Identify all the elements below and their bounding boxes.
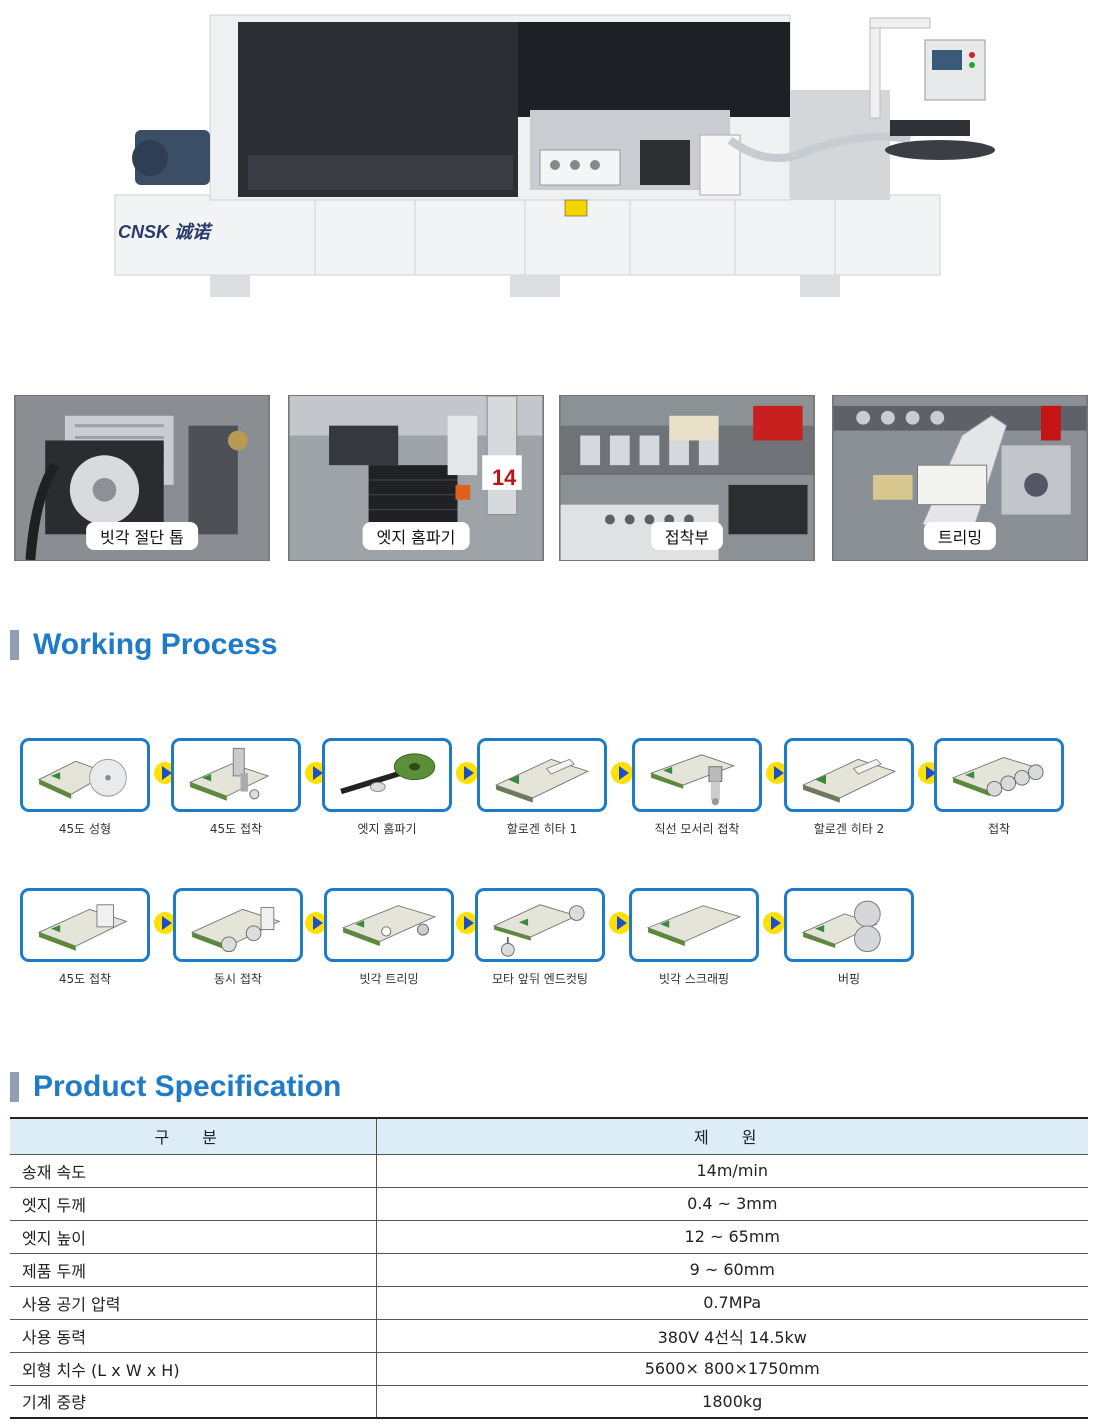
heading-bar <box>10 630 19 660</box>
detail-photo-row: 빗각 절단 톱 14 엣지 홈파기 접착부 <box>14 395 1089 563</box>
spec-key: 기계 중량 <box>10 1385 377 1419</box>
flow-arrow-icon <box>609 912 631 934</box>
spec-value: 5600× 800×1750mm <box>376 1352 1088 1386</box>
spec-value: 0.4 ~ 3mm <box>376 1187 1088 1221</box>
detail-photo-label: 트리밍 <box>923 522 997 550</box>
process-step-label: 45도 성형 <box>58 822 112 836</box>
detail-photo-grooving: 14 엣지 홈파기 <box>288 395 544 561</box>
flow-arrow-icon <box>456 762 478 784</box>
spec-key: 사용 동력 <box>10 1319 377 1353</box>
process-step-label: 접착 <box>987 822 1011 836</box>
process-step: 버핑 <box>784 888 914 987</box>
process-step-image <box>20 888 150 962</box>
flow-arrow-icon <box>766 762 788 784</box>
process-step-image <box>629 888 759 962</box>
process-step: 동시 접착 <box>173 888 303 987</box>
machine-hero-image: CNSK 诚诺 <box>110 10 1000 300</box>
flow-arrow-icon <box>154 762 176 784</box>
process-step-label: 할로겐 히타 1 <box>506 822 578 836</box>
detail-photo-trimming: 트리밍 <box>832 395 1088 561</box>
detail-photo-saw: 빗각 절단 톱 <box>14 395 270 561</box>
heading-bar <box>10 1072 19 1102</box>
process-step: 빗각 스크래핑 <box>629 888 759 987</box>
spec-table: 구 분 제 원 송재 속도 14m/min 엣지 두께 0.4 ~ 3mm 엣지… <box>10 1117 1088 1419</box>
product-spec-title: Product Specification <box>33 1070 342 1103</box>
detail-photo-label: 엣지 홈파기 <box>362 522 470 550</box>
spec-key: 엣지 두께 <box>10 1187 377 1221</box>
process-step-image <box>632 738 762 812</box>
process-step-image <box>171 738 301 812</box>
flow-arrow-icon <box>305 912 327 934</box>
spec-header-key: 구 분 <box>10 1118 377 1155</box>
flow-arrow-icon <box>154 912 176 934</box>
working-process-title: Working Process <box>33 628 278 661</box>
process-step-image <box>173 888 303 962</box>
spec-key: 엣지 높이 <box>10 1220 377 1254</box>
process-step: 45도 접착 <box>171 738 301 837</box>
flow-arrow-icon <box>611 762 633 784</box>
process-step: 모타 앞뒤 엔드컷팅 <box>475 888 605 987</box>
process-step-image <box>324 888 454 962</box>
process-step: 할로겐 히타 2 <box>784 738 914 837</box>
table-row: 외형 치수 (L x W x H) 5600× 800×1750mm <box>10 1352 1088 1386</box>
detail-photo-label: 접착부 <box>650 522 724 550</box>
spec-header-value: 제 원 <box>376 1118 1088 1155</box>
table-row: 기계 중량 1800kg <box>10 1385 1088 1419</box>
detail-photo-gluing: 접착부 <box>559 395 815 561</box>
flow-arrow-icon <box>305 762 327 784</box>
process-step: 접착 <box>934 738 1064 837</box>
spec-key: 사용 공기 압력 <box>10 1286 377 1320</box>
spec-value: 14m/min <box>376 1154 1088 1188</box>
table-row: 제품 두께 9 ~ 60mm <box>10 1253 1088 1287</box>
table-row: 사용 공기 압력 0.7MPa <box>10 1286 1088 1320</box>
spec-value: 1800kg <box>376 1385 1088 1419</box>
process-step: 45도 접착 <box>20 888 150 987</box>
spec-key: 송재 속도 <box>10 1154 377 1188</box>
process-step-label: 직선 모서리 접착 <box>654 822 740 836</box>
process-step-image <box>475 888 605 962</box>
process-step-label: 빗각 스크래핑 <box>658 972 730 986</box>
process-step-label: 엣지 홈파기 <box>357 822 417 836</box>
spec-value: 9 ~ 60mm <box>376 1253 1088 1287</box>
spec-value: 380V 4선식 14.5kw <box>376 1319 1088 1353</box>
table-row: 엣지 높이 12 ~ 65mm <box>10 1220 1088 1254</box>
process-step-image <box>784 738 914 812</box>
process-step: 45도 성형 <box>20 738 150 837</box>
process-step-image <box>784 888 914 962</box>
spec-key: 제품 두께 <box>10 1253 377 1287</box>
product-spec-heading: Product Specification <box>10 1070 341 1104</box>
process-step-image <box>322 738 452 812</box>
spec-value: 0.7MPa <box>376 1286 1088 1320</box>
svg-text:14: 14 <box>492 465 516 490</box>
process-step-label: 동시 접착 <box>214 972 262 986</box>
flow-arrow-icon <box>763 912 785 934</box>
detail-photo-label: 빗각 절단 톱 <box>86 522 198 550</box>
spec-header-row: 구 분 제 원 <box>10 1118 1088 1155</box>
spec-key: 외형 치수 (L x W x H) <box>10 1352 377 1386</box>
table-row: 사용 동력 380V 4선식 14.5kw <box>10 1319 1088 1353</box>
process-step-image <box>934 738 1064 812</box>
brand-logo: CNSK 诚诺 <box>118 222 213 242</box>
process-step-label: 45도 접착 <box>58 972 112 986</box>
process-step-label: 45도 접착 <box>209 822 263 836</box>
spec-value: 12 ~ 65mm <box>376 1220 1088 1254</box>
process-step: 할로겐 히타 1 <box>477 738 607 837</box>
process-step-label: 버핑 <box>837 972 861 986</box>
table-row: 엣지 두께 0.4 ~ 3mm <box>10 1187 1088 1221</box>
flow-arrow-icon <box>456 912 478 934</box>
table-row: 송재 속도 14m/min <box>10 1154 1088 1188</box>
process-step: 직선 모서리 접착 <box>632 738 762 837</box>
process-step-label: 모타 앞뒤 엔드컷팅 <box>492 972 588 986</box>
working-process-heading: Working Process <box>10 628 278 662</box>
process-step-label: 할로겐 히타 2 <box>813 822 885 836</box>
process-step: 엣지 홈파기 <box>322 738 452 837</box>
process-step: 빗각 트리밍 <box>324 888 454 987</box>
process-step-label: 빗각 트리밍 <box>359 972 419 986</box>
process-step-image <box>477 738 607 812</box>
process-step-image <box>20 738 150 812</box>
